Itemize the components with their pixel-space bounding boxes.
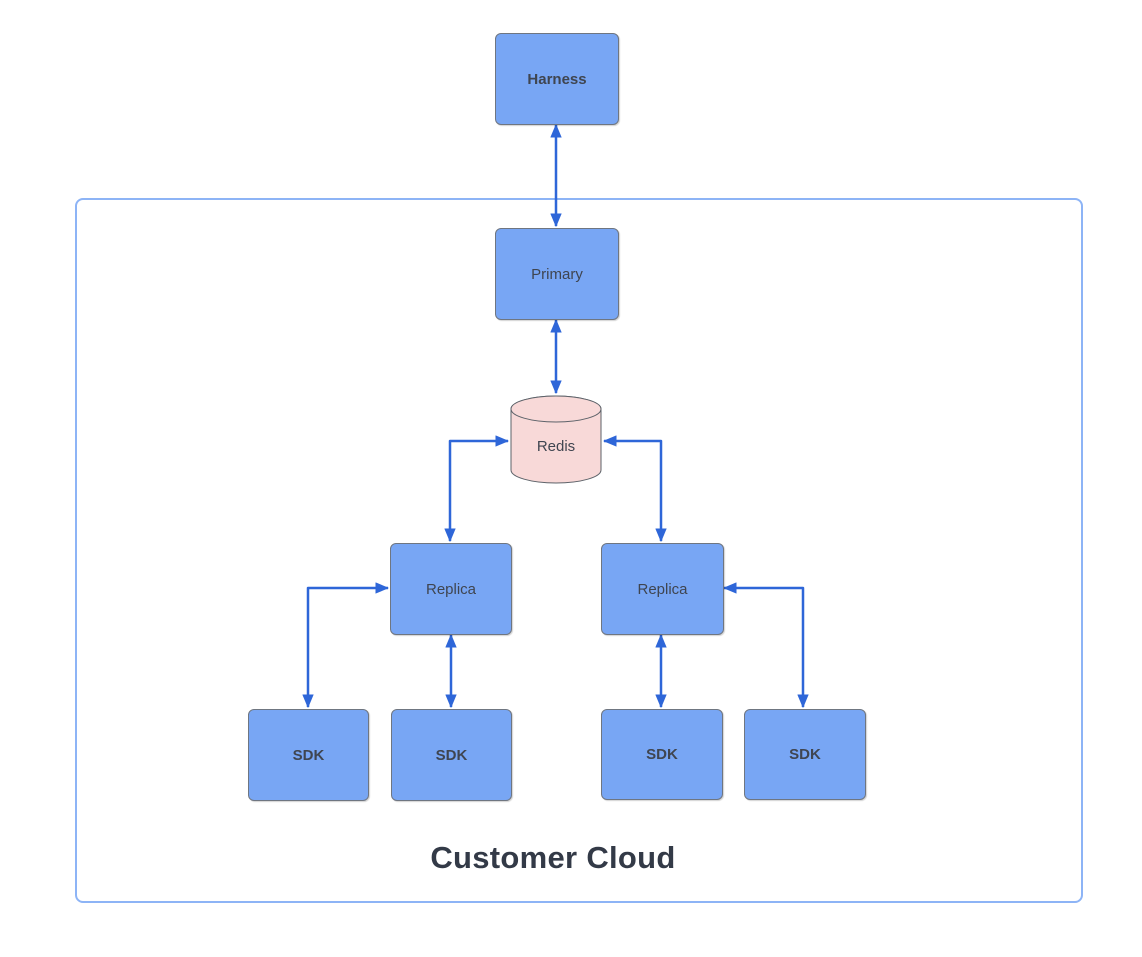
node-sdk-2: SDK <box>391 709 512 801</box>
node-sdk-3: SDK <box>601 709 723 800</box>
node-replica-left: Replica <box>390 543 512 635</box>
container-title: Customer Cloud <box>430 840 676 875</box>
node-replica-right-label: Replica <box>637 580 688 598</box>
node-sdk-4-label: SDK <box>789 746 821 763</box>
node-harness-label: Harness <box>527 70 587 88</box>
node-sdk-2-label: SDK <box>435 746 468 764</box>
database-cylinder-icon <box>510 395 602 484</box>
node-sdk-1: SDK <box>248 709 369 801</box>
node-sdk-4: SDK <box>744 709 866 800</box>
node-sdk-1-label: SDK <box>292 746 325 764</box>
customer-cloud-container <box>75 198 1083 903</box>
node-replica-right: Replica <box>601 543 724 635</box>
node-harness: Harness <box>495 33 619 125</box>
node-redis-label: Redis <box>536 438 576 455</box>
node-replica-left-label: Replica <box>425 580 477 598</box>
node-primary-label: Primary <box>531 265 583 283</box>
node-primary: Primary <box>495 228 619 320</box>
node-redis: Redis <box>510 395 602 484</box>
node-sdk-3-label: SDK <box>646 746 678 763</box>
